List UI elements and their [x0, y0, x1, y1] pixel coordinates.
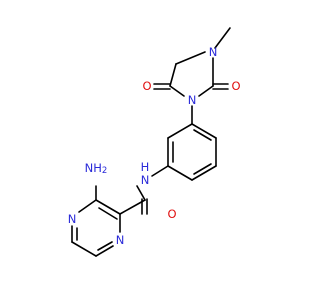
- atom-h-amide: H: [141, 160, 150, 174]
- bond-pz-inner-1: [98, 207, 118, 220]
- atom-o-right: O: [231, 79, 240, 93]
- bond-ring-ch2-c5: [169, 63, 177, 87]
- atom-n-methyl: N: [209, 45, 218, 59]
- bonds: [71, 27, 231, 257]
- atom-n-pyrazine-bottom: N: [116, 233, 125, 247]
- bond-ring-n3-c2: [198, 85, 214, 97]
- bond-co-pyrazine: [119, 199, 146, 215]
- atom-nh2-subscript: 2: [102, 166, 107, 176]
- bond-pz-c2-c3: [95, 199, 121, 215]
- bond-ring-c5-n3: [169, 85, 185, 97]
- bond-pz-c3-n4: [78, 199, 97, 213]
- bond-pz-c6-n1: [95, 245, 114, 257]
- atom-labels: N O O N N H O NH2 N N: [68, 45, 241, 247]
- bond-phenyl-nh: [151, 165, 169, 177]
- molecule-diagram: N O O N N H O NH2 N N: [68, 27, 241, 257]
- bond-ph-inner-1: [193, 129, 212, 141]
- bond-ph-4: [167, 165, 193, 181]
- bond-nh-co: [136, 185, 146, 201]
- atom-nh2-main: NH: [85, 161, 102, 175]
- bond-pz-inner-3: [97, 241, 113, 251]
- bond-pz-c5-c6: [71, 241, 97, 257]
- bond-ph-6: [167, 123, 193, 139]
- bond-ring-n1-ch2: [175, 51, 206, 65]
- atom-o-top: O: [142, 79, 151, 93]
- bond-methyl: [214, 27, 231, 49]
- atom-o-amide: O: [167, 207, 176, 221]
- bond-ph-1: [191, 123, 217, 139]
- atom-n-pyrazine-top: N: [68, 212, 77, 226]
- bond-ph-inner-2: [193, 163, 212, 175]
- bond-ph-3: [191, 165, 217, 181]
- atom-nh-amide: N: [141, 173, 150, 187]
- structure-svg: N O O N N H O NH2 N N: [68, 27, 241, 257]
- atom-nh2: NH2: [85, 161, 108, 176]
- atom-n-imide: N: [188, 93, 197, 107]
